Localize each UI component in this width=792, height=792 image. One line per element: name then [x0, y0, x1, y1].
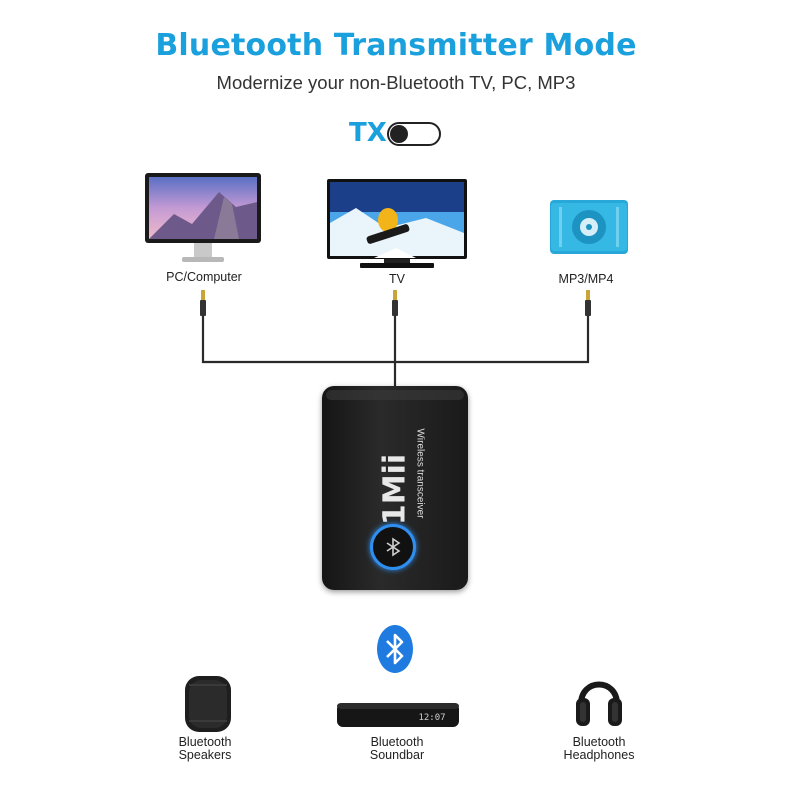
destination-label-headphones-line1: Bluetooth: [572, 735, 626, 749]
bluetooth-transceiver-device: 1Mii Wireless transceiver: [322, 386, 468, 590]
device-model-text: Wireless transceiver: [414, 428, 426, 519]
destination-label-speakers: Bluetooth Speakers: [145, 736, 265, 762]
source-label-pc: PC/Computer: [166, 270, 242, 284]
soundbar-icon: 12:07: [337, 703, 459, 727]
destination-label-speakers-line2: Speakers: [178, 748, 232, 762]
destination-label-headphones-line2: Headphones: [563, 748, 635, 762]
speaker-icon: [185, 676, 231, 732]
audio-cables: [200, 290, 591, 387]
aux-plug-pc-icon: [200, 290, 206, 316]
bluetooth-logo-icon: [377, 625, 413, 673]
headphones-icon: [576, 681, 622, 726]
destination-label-speakers-line1: Bluetooth: [178, 735, 232, 749]
toggle-knob: [390, 125, 408, 143]
destination-label-soundbar: Bluetooth Soundbar: [337, 736, 457, 762]
mp3-player-icon: [550, 200, 628, 254]
tx-mode-toggle[interactable]: [387, 122, 441, 146]
bluetooth-pair-icon: [386, 537, 401, 557]
destination-label-soundbar-line2: Soundbar: [369, 748, 425, 762]
page-title: Bluetooth Transmitter Mode: [155, 28, 637, 63]
source-label-mp3: MP3/MP4: [558, 272, 614, 286]
source-label-tv: TV: [389, 272, 405, 286]
page-subtitle: Modernize your non-Bluetooth TV, PC, MP3: [216, 72, 576, 93]
pc-monitor-icon: [145, 173, 261, 262]
device-power-button[interactable]: [370, 524, 416, 570]
destination-label-soundbar-line1: Bluetooth: [370, 735, 424, 749]
aux-plug-mp3-icon: [585, 290, 591, 316]
tx-mode-label: TX: [349, 118, 387, 148]
tv-icon: [327, 179, 467, 268]
destination-label-headphones: Bluetooth Headphones: [539, 736, 659, 762]
soundbar-display: 12:07: [418, 713, 445, 723]
aux-plug-tv-icon: [392, 290, 398, 316]
